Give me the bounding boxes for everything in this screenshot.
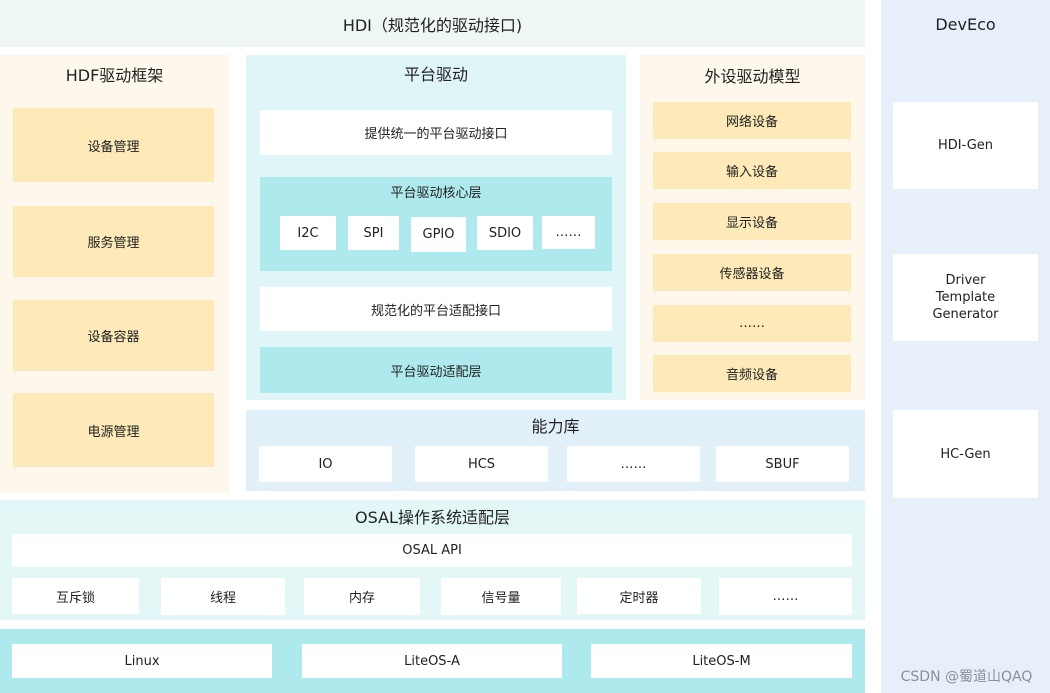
osal-item-timer: 定时器: [577, 578, 701, 614]
hdf-item-power-management: 电源管理: [13, 393, 214, 467]
platform-core-title: 平台驱动核心层: [390, 185, 482, 201]
platform-unified-interface: 提供统一的平台驱动接口: [260, 110, 612, 155]
watermark: CSDN @蜀道山QAQ: [900, 669, 1033, 685]
osal-title: OSAL操作系统适配层: [355, 508, 510, 527]
core-item-spi: SPI: [348, 216, 399, 250]
platform-title: 平台驱动: [403, 65, 468, 84]
hdf-title: HDF驱动框架: [65, 66, 164, 85]
platform-adapter-interface: 规范化的平台适配接口: [260, 287, 612, 331]
os-item-liteos-m: LiteOS-M: [591, 644, 852, 678]
hdf-item-device-container: 设备容器: [13, 300, 214, 371]
peripheral-item-audio: 音频设备: [653, 355, 851, 392]
hdf-item-device-management: 设备管理: [13, 108, 214, 182]
hdf-panel: HDF驱动框架 设备管理 服务管理 设备容器 电源管理: [0, 55, 229, 493]
osal-item-mutex: 互斥锁: [12, 578, 139, 614]
deveco-tool-hdi-gen: HDI-Gen: [893, 102, 1038, 189]
peripheral-item-network: 网络设备: [653, 102, 851, 139]
peripheral-title: 外设驱动模型: [704, 67, 801, 86]
capability-item-sbuf: SBUF: [716, 446, 849, 482]
core-item-gpio: GPIO: [411, 217, 466, 252]
osal-api: OSAL API: [12, 534, 852, 567]
core-item-more: ……: [542, 216, 595, 249]
deveco-tool-hc-gen: HC-Gen: [893, 410, 1038, 498]
capability-item-more: ……: [567, 446, 700, 482]
peripheral-item-display: 显示设备: [653, 203, 851, 240]
capability-item-io: IO: [259, 446, 392, 482]
osal-panel: OSAL操作系统适配层 OSAL API 互斥锁 线程 内存 信号量 定时器 ……: [0, 500, 865, 620]
deveco-title: DevEco: [935, 14, 996, 34]
platform-panel: 平台驱动 提供统一的平台驱动接口 平台驱动核心层 I2C SPI GPIO SD…: [246, 55, 626, 400]
peripheral-panel: 外设驱动模型 网络设备 输入设备 显示设备 传感器设备 …… 音频设备: [640, 55, 865, 400]
hdf-item-service-management: 服务管理: [13, 206, 214, 277]
osal-item-thread: 线程: [161, 578, 285, 615]
hdi-band: HDI（规范化的驱动接口): [0, 0, 865, 47]
os-item-linux: Linux: [12, 644, 272, 678]
platform-adapter-layer: 平台驱动适配层: [260, 347, 612, 393]
peripheral-item-input: 输入设备: [653, 152, 851, 189]
core-item-sdio: SDIO: [477, 216, 533, 250]
osal-item-memory: 内存: [304, 578, 420, 615]
capability-title: 能力库: [531, 417, 580, 436]
os-item-liteos-a: LiteOS-A: [302, 644, 562, 678]
os-band: Linux LiteOS-A LiteOS-M: [0, 629, 865, 693]
osal-item-more: ……: [719, 578, 852, 615]
capability-item-hcs: HCS: [415, 446, 548, 482]
deveco-tool-driver-template-generator: Driver Template Generator: [893, 254, 1038, 341]
hdi-title: HDI（规范化的驱动接口): [342, 15, 523, 35]
peripheral-item-more: ……: [653, 305, 851, 342]
peripheral-item-sensor: 传感器设备: [653, 254, 851, 291]
capability-panel: 能力库 IO HCS …… SBUF: [246, 410, 865, 491]
core-item-i2c: I2C: [280, 216, 336, 250]
osal-item-semaphore: 信号量: [441, 578, 561, 615]
deveco-panel: DevEco HDI-Gen Driver Template Generator…: [881, 0, 1050, 693]
platform-core-layer: 平台驱动核心层 I2C SPI GPIO SDIO ……: [260, 177, 612, 271]
